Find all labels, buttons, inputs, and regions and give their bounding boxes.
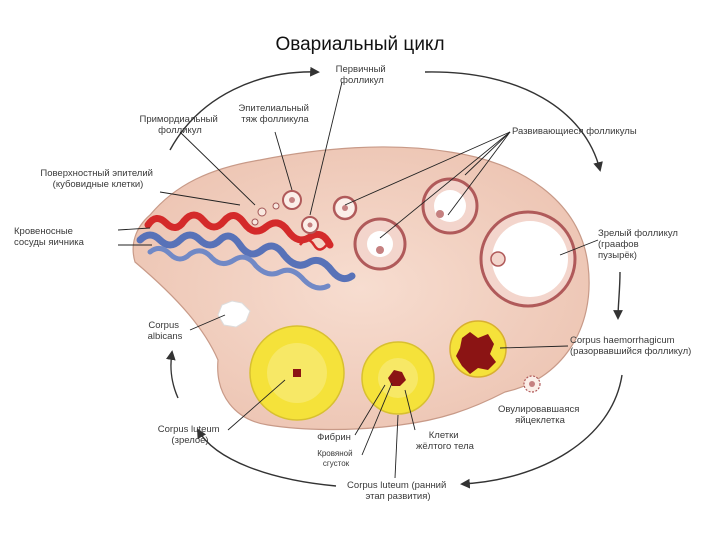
label-corpus-haemorrhagicum: Corpus haemorrhagicum (разорвавшийся фол… xyxy=(570,335,691,357)
cycle-arrow-bottom-right xyxy=(460,374,623,489)
ovulated-oocyte xyxy=(523,375,541,393)
mature-follicle xyxy=(479,210,577,308)
label-ovulated-oocyte: Овулировавшаяся яйцеклетка xyxy=(498,404,582,426)
cycle-arrow-top-left xyxy=(169,66,320,151)
label-lutein-cells: Клетки жёлтого тела xyxy=(416,430,475,452)
label-blood-clot: Кровяной сгусток xyxy=(317,449,355,468)
corpus-luteum-mature xyxy=(249,325,345,421)
label-surface-epithelium: Поверхностный эпителий (кубовидные клетк… xyxy=(40,168,155,190)
label-corpus-albicans: Corpus albicans xyxy=(148,320,183,342)
primordial-follicles xyxy=(251,202,280,226)
artery-vessel xyxy=(144,211,334,249)
corpus-luteum-early xyxy=(361,341,435,415)
leader-lines xyxy=(117,81,599,479)
label-mature-follicle: Зрелый фолликул (граафов пузырёк) xyxy=(598,228,681,261)
vein-vessel-lower xyxy=(147,246,331,291)
slide-title: Овариальный цикл xyxy=(275,34,445,55)
cycle-arrow-right xyxy=(613,271,623,320)
labels: Первичный фолликул Эпителиальный тяж фол… xyxy=(14,64,691,502)
label-corpus-luteum-early: Corpus luteum (ранний этап развития) xyxy=(347,480,449,502)
artery-branch xyxy=(299,238,330,251)
cycle-arrows xyxy=(165,66,623,489)
developing-follicles xyxy=(353,177,479,271)
label-epithelial-layer: Эпителиальный тяж фолликула xyxy=(238,103,311,125)
corpus-albicans xyxy=(217,300,251,328)
vein-vessel xyxy=(136,231,356,283)
cycle-arrow-left xyxy=(165,350,179,399)
label-primordial-follicle: Примордиальный фолликул xyxy=(140,114,221,136)
label-corpus-luteum-mature: Corpus luteum (зрелое) xyxy=(158,424,222,446)
cycle-arrow-bottom-left xyxy=(197,428,337,487)
label-developing-follicles: Развивающиеся фолликулы xyxy=(512,126,637,137)
cycle-arrow-top-right xyxy=(424,71,603,172)
label-blood-vessels: Кровеносные сосуды яичника xyxy=(14,226,85,248)
label-primary-follicle: Первичный фолликул xyxy=(336,64,389,86)
label-fibrin: Фибрин xyxy=(317,432,351,443)
corpus-haemorrhagicum xyxy=(449,320,507,378)
